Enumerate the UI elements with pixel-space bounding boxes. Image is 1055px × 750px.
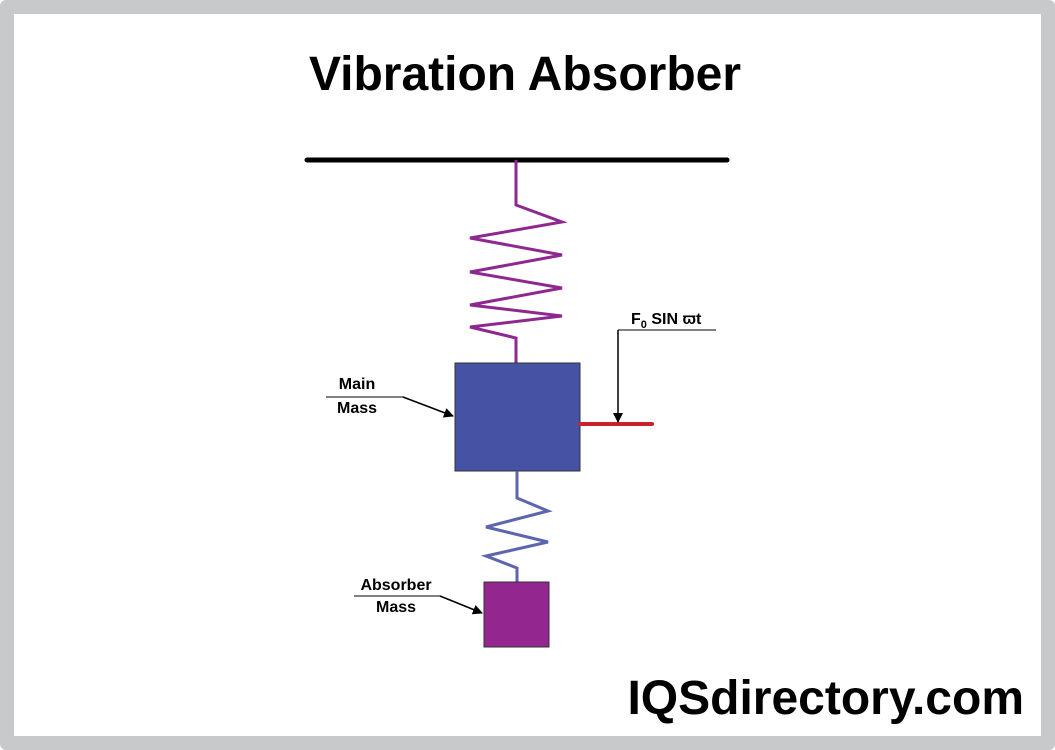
absorber-mass-block xyxy=(483,581,550,648)
diagram-title: Vibration Absorber xyxy=(309,48,741,101)
main-mass-block xyxy=(454,362,581,472)
main-mass-arrow xyxy=(402,396,454,418)
brand-watermark: IQSdirectory.com xyxy=(627,672,1024,725)
main-mass-label-line2: Mass xyxy=(337,400,377,417)
absorber-mass-arrow xyxy=(439,595,483,615)
upper-spring xyxy=(469,160,568,363)
force-label: F0 SIN ϖt xyxy=(631,311,702,331)
lower-spring xyxy=(480,471,553,582)
absorber-mass-label-line2: Mass xyxy=(376,599,416,616)
main-mass-label-line1: Main xyxy=(339,376,375,393)
absorber-mass-label-line1: Absorber xyxy=(360,577,431,594)
